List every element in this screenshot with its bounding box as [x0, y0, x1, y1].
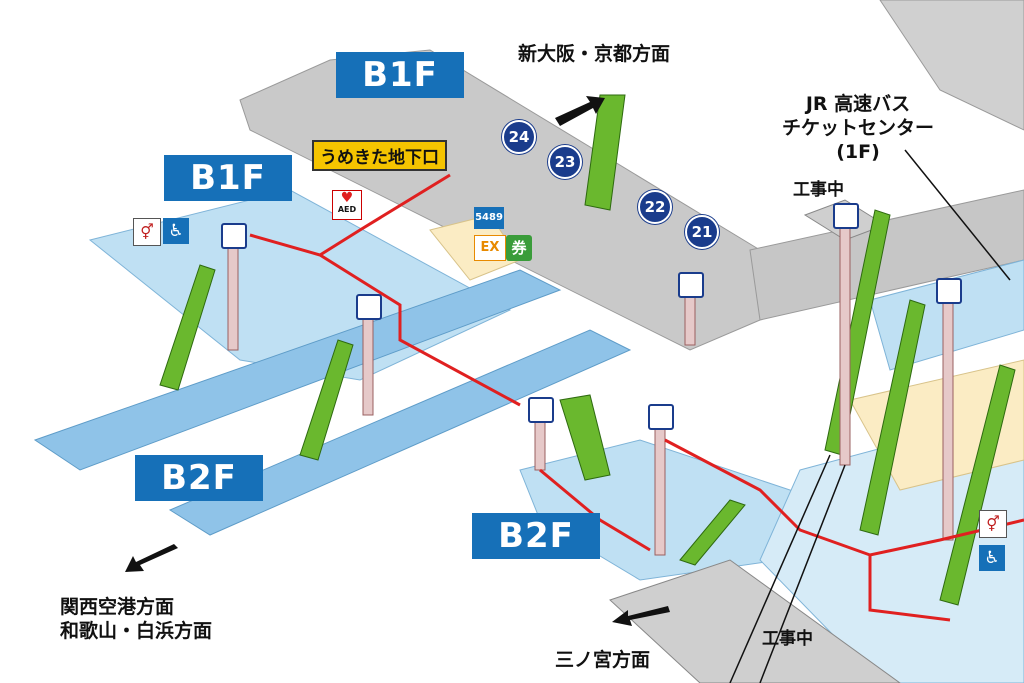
arrow-shin-osaka: [555, 96, 605, 126]
construction-lower: 工事中: [762, 629, 813, 649]
restroom-icon: ⚥: [133, 218, 161, 246]
construction-pointer-2: [759, 464, 846, 683]
elevator-shaft-2: [362, 314, 374, 416]
route-line-exit: [319, 173, 451, 257]
gate-22: 22: [638, 190, 672, 224]
building-right-slab: [749, 189, 1024, 321]
aed-label: AED: [337, 205, 357, 214]
route-line-right: [664, 438, 1024, 557]
destination-kansai-line1: 関西空港方面: [60, 596, 175, 618]
restroom-icon-right: ⚥: [979, 510, 1007, 538]
jr-bus-line3: (1F): [836, 141, 880, 163]
construction-pointer-1: [729, 454, 831, 683]
arrow-kansai: [125, 544, 178, 572]
ex-badge: EX: [474, 235, 506, 261]
route-line-b2f: [539, 468, 651, 552]
elevator-icon: [648, 404, 674, 430]
floor-badge-b1f-left: B1F: [164, 155, 292, 201]
escalator-left-2: [299, 339, 354, 461]
elevator-shaft-4: [534, 419, 546, 471]
elevator-icon: [678, 272, 704, 298]
wheelchair-icon: ♿: [163, 218, 189, 244]
construction-area-lower: [609, 559, 901, 683]
elevator-icon: [356, 294, 382, 320]
jr-bus-pointer: [904, 149, 1011, 281]
route-line-upper: [249, 233, 521, 407]
elevator-shaft-6: [839, 224, 851, 466]
escalator-left-1: [159, 264, 216, 391]
escalator-b2f-center: [679, 499, 746, 566]
gate-23: 23: [548, 145, 582, 179]
construction-upper: 工事中: [793, 180, 844, 200]
aed-badge: ♥ AED: [332, 190, 362, 220]
exit-umekita: うめきた地下口: [312, 140, 447, 171]
destination-kansai-line2: 和歌山・白浜方面: [60, 620, 213, 642]
floor-badge-b2f-center: B2F: [472, 513, 600, 559]
elevator-icon: [936, 278, 962, 304]
destination-kansai: 関西空港方面 和歌山・白浜方面: [60, 595, 212, 643]
heart-icon: ♥: [340, 190, 354, 206]
jr-bus-ticket-center: JR 高速バス チケットセンター (1F): [782, 92, 934, 164]
building-upper-right: [879, 0, 1024, 131]
elevator-icon: [833, 203, 859, 229]
elevator-icon: [221, 223, 247, 249]
ticket-5489-badge: 5489: [474, 207, 504, 229]
arrow-sannomiya: [612, 606, 670, 626]
ticket-machine-badge: 券: [506, 235, 532, 261]
wheelchair-icon-right: ♿: [979, 545, 1005, 571]
elevator-icon: [528, 397, 554, 423]
b2f-platform-middle: [168, 329, 632, 536]
elevator-shaft-5: [654, 424, 666, 556]
elevator-shaft-7: [942, 299, 954, 541]
elevator-shaft-1: [227, 244, 239, 351]
destination-shin-osaka: 新大阪・京都方面: [518, 43, 671, 65]
route-line-b2f-right: [868, 555, 951, 622]
escalator-right-3: [939, 364, 1016, 606]
jr-bus-line2: チケットセンター: [782, 117, 935, 139]
escalator-right-2: [859, 299, 926, 536]
floor-badge-b2f-left: B2F: [135, 455, 263, 501]
escalator-upper: [584, 94, 626, 211]
destination-sannomiya: 三ノ宮方面: [555, 649, 651, 671]
jr-bus-line1: JR 高速バス: [805, 93, 911, 115]
gate-21: 21: [685, 215, 719, 249]
b2f-platform-left: [33, 269, 562, 471]
elevator-shaft-3: [684, 294, 696, 346]
gate-24: 24: [502, 120, 536, 154]
floor-badge-b1f-upper: B1F: [336, 52, 464, 98]
escalator-center: [559, 394, 611, 481]
